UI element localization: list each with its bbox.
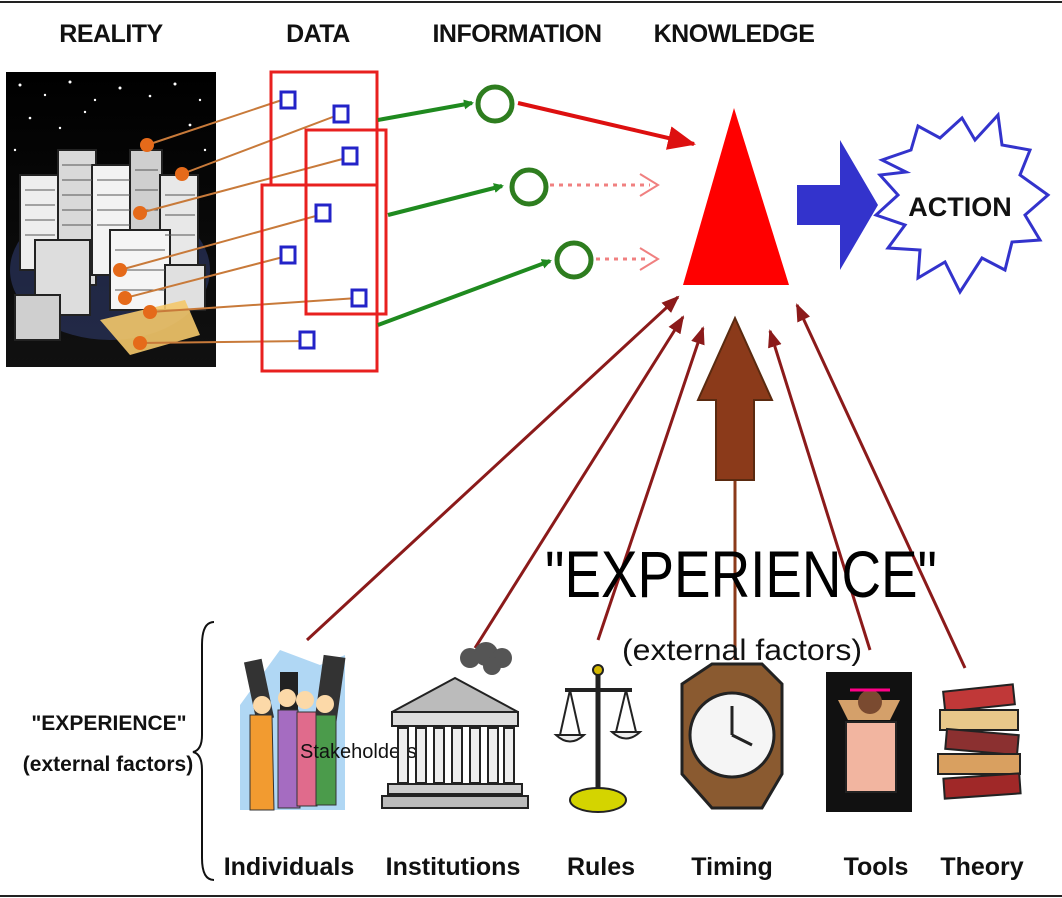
header-knowledge: KNOWLEDGE bbox=[654, 20, 815, 48]
factor-label-theory: Theory bbox=[940, 853, 1023, 881]
clock-hands bbox=[730, 706, 753, 747]
knowledge-triangle bbox=[683, 108, 789, 285]
side-label-experience: "EXPERIENCE" bbox=[31, 712, 186, 735]
dotted-information-arrows bbox=[550, 173, 660, 271]
experience-arrows bbox=[305, 295, 967, 669]
factor-label-institutions: Institutions bbox=[386, 853, 521, 881]
data-boxes bbox=[260, 70, 388, 373]
header-data: DATA bbox=[286, 20, 350, 48]
reality-city-image bbox=[6, 72, 216, 367]
experience-headline: "EXPERIENCE" bbox=[545, 537, 937, 611]
institutions-image bbox=[381, 642, 529, 809]
header-reality: REALITY bbox=[59, 20, 163, 48]
factor-label-tools: Tools bbox=[844, 853, 909, 881]
factor-labels: Individuals Institutions Rules Timing To… bbox=[224, 853, 1024, 881]
stakeholders-label: Stakeholders bbox=[300, 741, 417, 763]
reality-points bbox=[113, 138, 189, 350]
rules-image bbox=[553, 664, 643, 813]
factor-label-individuals: Individuals bbox=[224, 853, 355, 881]
bracket-brace bbox=[192, 621, 215, 881]
individuals-image bbox=[240, 650, 346, 811]
knowledge-to-action-arrow bbox=[797, 140, 878, 270]
action-starburst bbox=[873, 111, 1051, 296]
tools-image bbox=[826, 672, 912, 812]
header-information: INFORMATION bbox=[432, 20, 601, 48]
reality-links bbox=[119, 99, 359, 344]
theory-image bbox=[937, 683, 1022, 800]
timing-arrow bbox=[696, 315, 774, 481]
data-points bbox=[279, 90, 368, 350]
information-to-knowledge-arrow bbox=[517, 101, 696, 150]
factor-label-timing: Timing bbox=[691, 853, 772, 881]
action-label: ACTION bbox=[908, 192, 1012, 222]
data-to-information-arrows bbox=[377, 99, 552, 327]
factor-label-rules: Rules bbox=[567, 853, 635, 881]
side-label-external-factors: (external factors) bbox=[23, 753, 193, 776]
experience-subheadline: (external factors) bbox=[622, 634, 862, 667]
information-circles bbox=[475, 84, 594, 280]
